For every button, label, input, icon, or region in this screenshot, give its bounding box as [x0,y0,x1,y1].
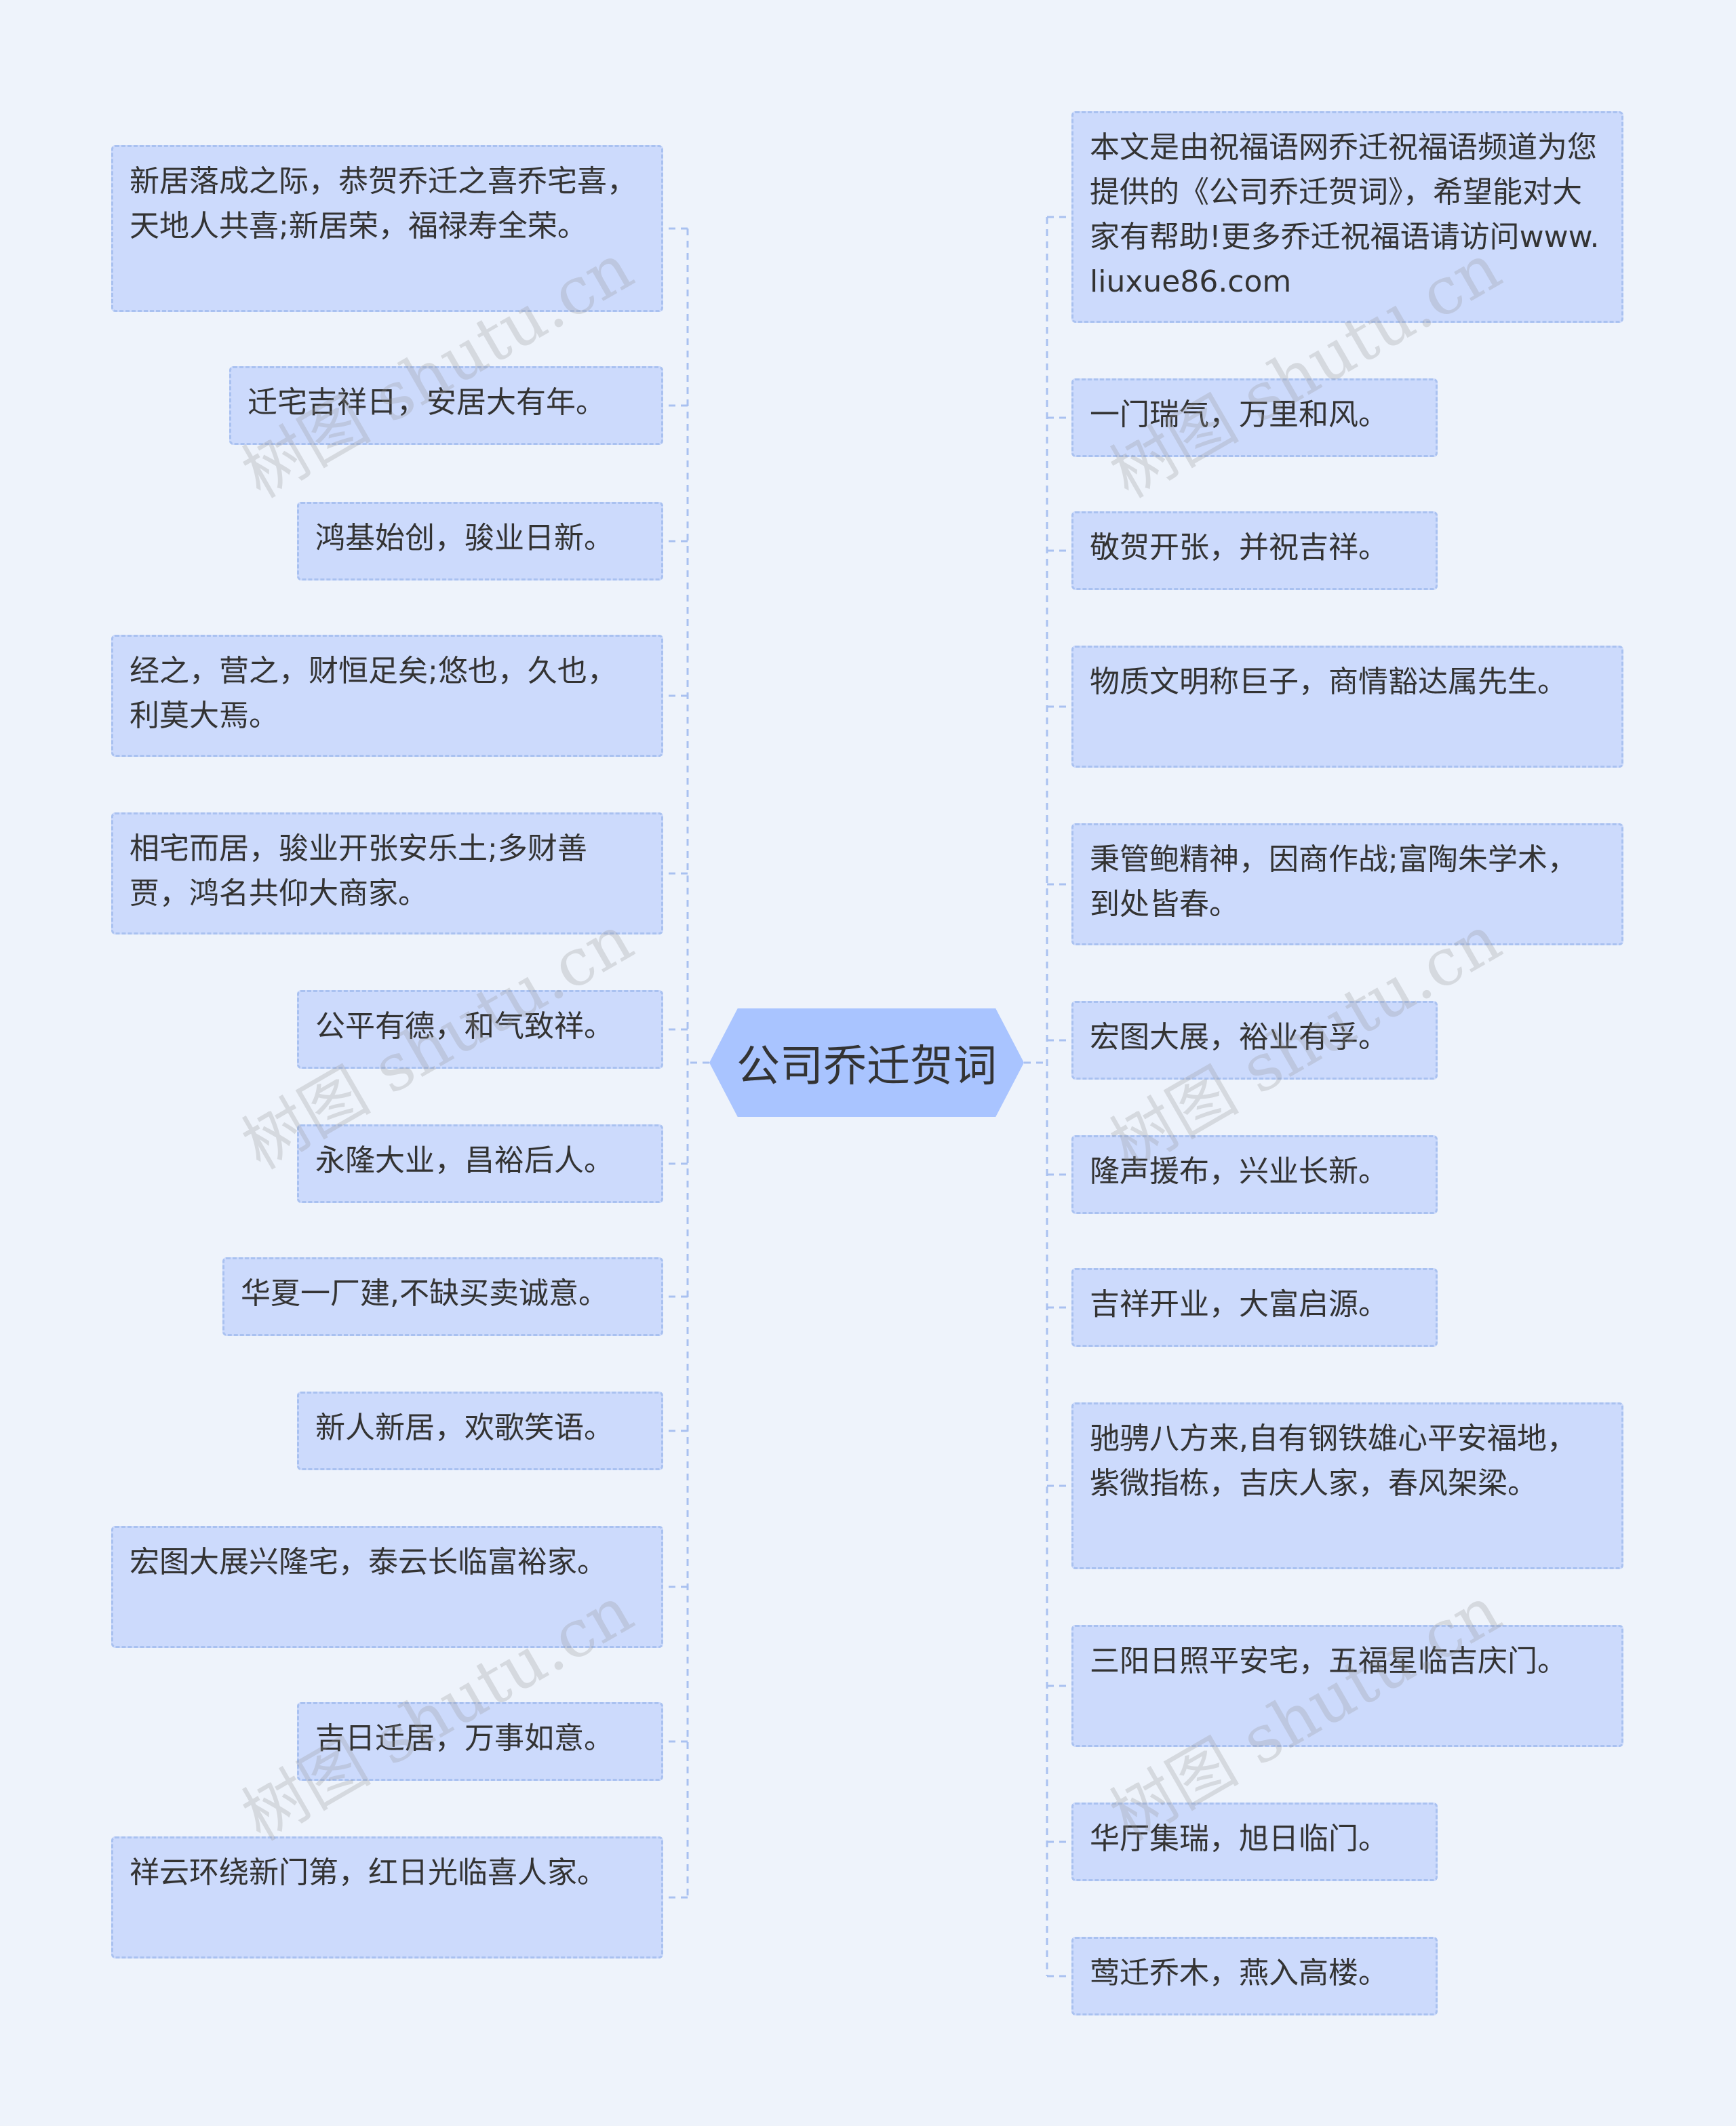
right-node[interactable]: 三阳日照平安宅，五福星临吉庆门。 [1071,1625,1623,1747]
right-node[interactable]: 敬贺开张，并祝吉祥。 [1071,511,1438,590]
right-node[interactable]: 物质文明称巨子，商情豁达属先生。 [1071,646,1623,768]
left-node[interactable]: 祥云环绕新门第，红日光临喜人家。 [111,1836,663,1958]
right-node-text: 三阳日照平安宅，五福星临吉庆门。 [1090,1644,1567,1678]
left-node[interactable]: 相宅而居，骏业开张安乐土;多财善贾，鸿名共仰大商家。 [111,812,663,934]
right-node-text: 驰骋八方来,自有钢铁雄心平安福地，紫微指栋，吉庆人家，春风架梁。 [1090,1421,1577,1501]
right-node-text: 吉祥开业，大富启源。 [1090,1287,1388,1322]
right-node-text: 秉管鲍精神，因商作战;富陶朱学术，到处皆春。 [1090,842,1577,922]
left-node[interactable]: 永隆大业，昌裕后人。 [297,1124,663,1203]
left-node-text: 迁宅吉祥日，安居大有年。 [248,385,606,420]
left-node[interactable]: 新人新居，欢歌笑语。 [297,1392,663,1470]
left-node[interactable]: 经之，营之，财恒足矣;悠也，久也，利莫大焉。 [111,635,663,757]
left-node[interactable]: 吉日迁居，万事如意。 [297,1702,663,1781]
left-node-text: 宏图大展兴隆宅，泰云长临富裕家。 [130,1545,607,1579]
right-node-text: 莺迁乔木，燕入高楼。 [1090,1956,1388,1990]
left-node-text: 祥云环绕新门第，红日光临喜人家。 [130,1855,607,1890]
left-node[interactable]: 鸿基始创，骏业日新。 [297,502,663,580]
right-node[interactable]: 隆声援布，兴业长新。 [1071,1135,1438,1214]
right-node-text: 宏图大展，裕业有孚。 [1090,1020,1388,1055]
right-node[interactable]: 秉管鲍精神，因商作战;富陶朱学术，到处皆春。 [1071,823,1623,945]
right-node[interactable]: 莺迁乔木，燕入高楼。 [1071,1937,1438,2015]
left-node[interactable]: 宏图大展兴隆宅，泰云长临富裕家。 [111,1526,663,1648]
right-node[interactable]: 宏图大展，裕业有孚。 [1071,1001,1438,1080]
left-node-text: 华夏一厂建,不缺买卖诚意。 [241,1276,608,1311]
left-node-text: 吉日迁居，万事如意。 [315,1721,614,1756]
left-node[interactable]: 新居落成之际，恭贺乔迁之喜乔宅喜，天地人共喜;新居荣，福禄寿全荣。 [111,145,663,312]
right-node-text: 一门瑞气，万里和风。 [1090,397,1388,432]
left-node-text: 鸿基始创，骏业日新。 [315,521,614,555]
left-node-text: 公平有德，和气致祥。 [315,1009,614,1044]
left-node-text: 经之，营之，财恒足矣;悠也，久也，利莫大焉。 [130,654,617,733]
left-node[interactable]: 华夏一厂建,不缺买卖诚意。 [222,1257,663,1336]
left-node-text: 相宅而居，骏业开张安乐土;多财善贾，鸿名共仰大商家。 [130,831,587,911]
center-topic[interactable]: 公司乔迁贺词 [709,1008,1024,1117]
left-node-text: 新居落成之际，恭贺乔迁之喜乔宅喜，天地人共喜;新居荣，福禄寿全荣。 [130,164,637,243]
left-node[interactable]: 公平有德，和气致祥。 [297,990,663,1069]
right-node[interactable]: 本文是由祝福语网乔迁祝福语频道为您提供的《公司乔迁贺词》，希望能对大家有帮助!更… [1071,111,1623,323]
right-node[interactable]: 华厅集瑞，旭日临门。 [1071,1803,1438,1881]
right-node[interactable]: 驰骋八方来,自有钢铁雄心平安福地，紫微指栋，吉庆人家，春风架梁。 [1071,1402,1623,1569]
right-node[interactable]: 吉祥开业，大富启源。 [1071,1268,1438,1347]
left-node-text: 永隆大业，昌裕后人。 [315,1143,614,1178]
right-node-text: 物质文明称巨子，商情豁达属先生。 [1090,665,1567,699]
right-node-text: 华厅集瑞，旭日临门。 [1090,1822,1388,1856]
right-node-text: 隆声援布，兴业长新。 [1090,1154,1388,1189]
left-node[interactable]: 迁宅吉祥日，安居大有年。 [229,366,663,445]
right-node[interactable]: 一门瑞气，万里和风。 [1071,378,1438,457]
right-node-text: 敬贺开张，并祝吉祥。 [1090,530,1388,565]
right-node-text: 本文是由祝福语网乔迁祝福语频道为您提供的《公司乔迁贺词》，希望能对大家有帮助!更… [1090,130,1600,299]
left-node-text: 新人新居，欢歌笑语。 [315,1411,614,1445]
center-topic-label: 公司乔迁贺词 [736,1042,997,1092]
